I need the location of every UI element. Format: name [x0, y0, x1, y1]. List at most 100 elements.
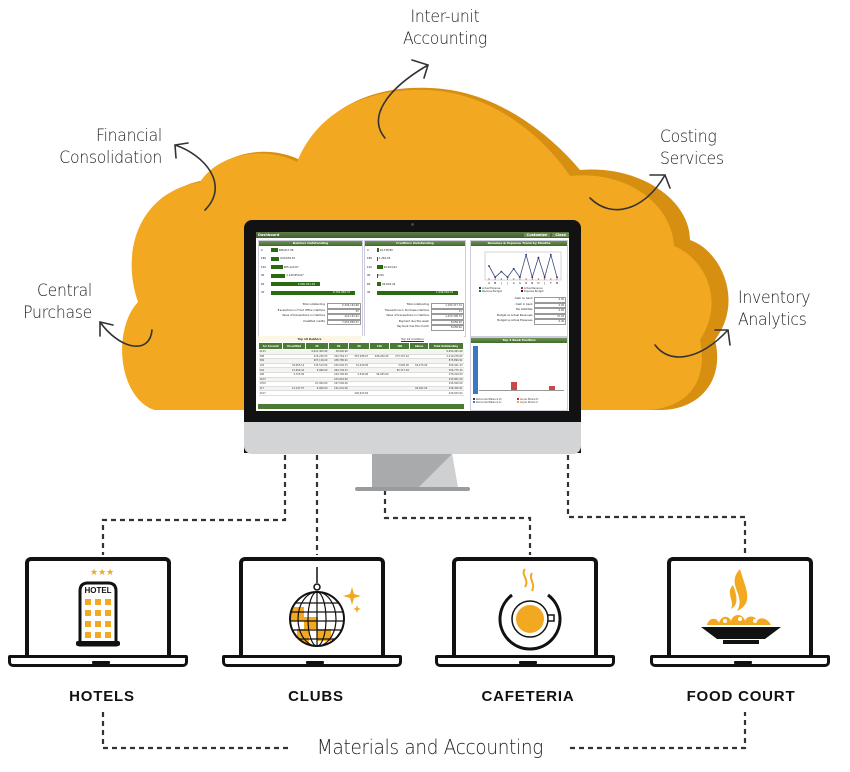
- stat-value: 8,658.90: [431, 319, 464, 325]
- data-point: [506, 276, 509, 279]
- column-header[interactable]: A/c Account: [257, 342, 284, 350]
- bar-value-label: 3,060,051.29: [297, 282, 316, 286]
- table-cell: 502: [258, 367, 283, 373]
- connector-footer-left: [101, 712, 290, 750]
- table-cell: 9,000.00: [305, 386, 329, 392]
- bar-bucket-label: 60: [367, 282, 371, 286]
- column-header[interactable]: 60: [327, 342, 350, 350]
- table-cell: 276,410.00: [428, 372, 464, 378]
- month-tick: A: [513, 281, 515, 285]
- bar-bucket-label: 30: [261, 291, 265, 294]
- steam-icon: [522, 568, 535, 592]
- table-cell: [409, 354, 429, 360]
- column-header[interactable]: Total Outstanding: [427, 342, 465, 350]
- branch-cafeteria: [435, 557, 615, 667]
- stat-label: Unsettled credits: [302, 319, 325, 323]
- bar: [271, 273, 286, 278]
- tab-top-creditors[interactable]: Top 10 Creditors: [361, 336, 464, 342]
- laptop-base: [8, 655, 188, 667]
- bar-value-label: 6,761,863.37: [333, 291, 351, 294]
- month-tick: A: [488, 281, 490, 285]
- stat-label: Value of transactions in interface: [386, 314, 429, 317]
- table-cell: 273,797.42: [389, 354, 410, 360]
- bar-bucket-label: 180: [367, 257, 372, 260]
- hotel-icon: ★★★ HOTEL: [76, 568, 120, 647]
- service-line2: Services: [660, 149, 724, 169]
- table-cell: [409, 358, 429, 364]
- laptop-notch: [92, 661, 110, 664]
- arrow-inter-unit: [377, 59, 429, 139]
- column-header[interactable]: 180: [389, 342, 411, 350]
- table-cell: [409, 390, 429, 396]
- service-label-costing: Costing Services: [660, 126, 761, 170]
- table-cell: 39,040.00: [328, 349, 349, 355]
- bar-bucket-label: 30: [367, 291, 371, 294]
- legend-item: Revenue Budget: [479, 290, 521, 293]
- service-line1: Financial: [95, 126, 162, 146]
- revenue-point: [513, 278, 515, 280]
- column-header[interactable]: Un-settled: [282, 342, 306, 350]
- bar-value-label: 1,262.05: [378, 257, 391, 260]
- table-cell: [305, 390, 329, 396]
- table-cell: 2,725.00: [282, 372, 306, 378]
- table-cell: [348, 358, 370, 364]
- table-cell: 164,790.00: [328, 372, 349, 378]
- table-cell: 135,514.55: [305, 363, 329, 369]
- legend-item: Reconciled Balance Dr: [473, 398, 517, 401]
- service-label-inter-unit: Inter-unit Accounting: [394, 6, 495, 50]
- connector-foodcourt: [566, 455, 747, 555]
- revenue-point: [525, 278, 527, 280]
- table-cell: 106: [258, 372, 283, 378]
- tab-top-debtors[interactable]: Top 10 Debtors: [258, 336, 361, 342]
- column-header[interactable]: 120: [368, 342, 391, 350]
- table-cell: 1103: [258, 377, 283, 383]
- stat-value: 1,183,317.31: [431, 303, 464, 309]
- month-tick: S: [519, 281, 521, 285]
- bar: [377, 256, 378, 261]
- food-bowl-icon: [701, 569, 781, 644]
- laptop-notch: [519, 661, 537, 664]
- stat-value: 6,394,164.68: [326, 303, 361, 309]
- column-header[interactable]: 30: [304, 342, 329, 350]
- table-cell: [348, 386, 370, 392]
- column-header[interactable]: 90: [348, 342, 370, 350]
- bar: [271, 256, 280, 261]
- month-tick: F: [550, 281, 552, 285]
- bar-bucket-label: 90: [261, 274, 265, 277]
- month-tick: J: [543, 281, 545, 285]
- connector-cafeteria: [383, 490, 532, 555]
- bar: [377, 265, 383, 269]
- table-cell: [282, 390, 306, 396]
- customize-button[interactable]: Customize: [523, 233, 551, 237]
- revenue-point: [500, 278, 502, 280]
- coffee-cup-icon: [498, 568, 562, 651]
- service-label-financial: Financial Consolidation: [41, 125, 162, 169]
- data-point: [519, 276, 521, 279]
- bank-axis-band: [473, 346, 478, 394]
- laptop-notch: [306, 661, 324, 664]
- stat-label: Cash on hand: [514, 297, 533, 300]
- column-header[interactable]: Above: [409, 342, 429, 350]
- table-cell: 305,775.30: [428, 367, 464, 373]
- close-button[interactable]: Close: [552, 233, 569, 237]
- bar-value-label: 905,122.67: [283, 265, 299, 269]
- laptop-base: [435, 655, 615, 667]
- legend-item: Reconciled Balance Cr: [473, 401, 517, 404]
- table-cell: 509,421.43: [428, 363, 464, 369]
- star-icon: ★★★: [90, 568, 114, 578]
- dashboard-screen: Dashboard Customize Close Debtors Outsta…: [256, 232, 569, 411]
- branch-label-clubs: CLUBS: [288, 688, 344, 705]
